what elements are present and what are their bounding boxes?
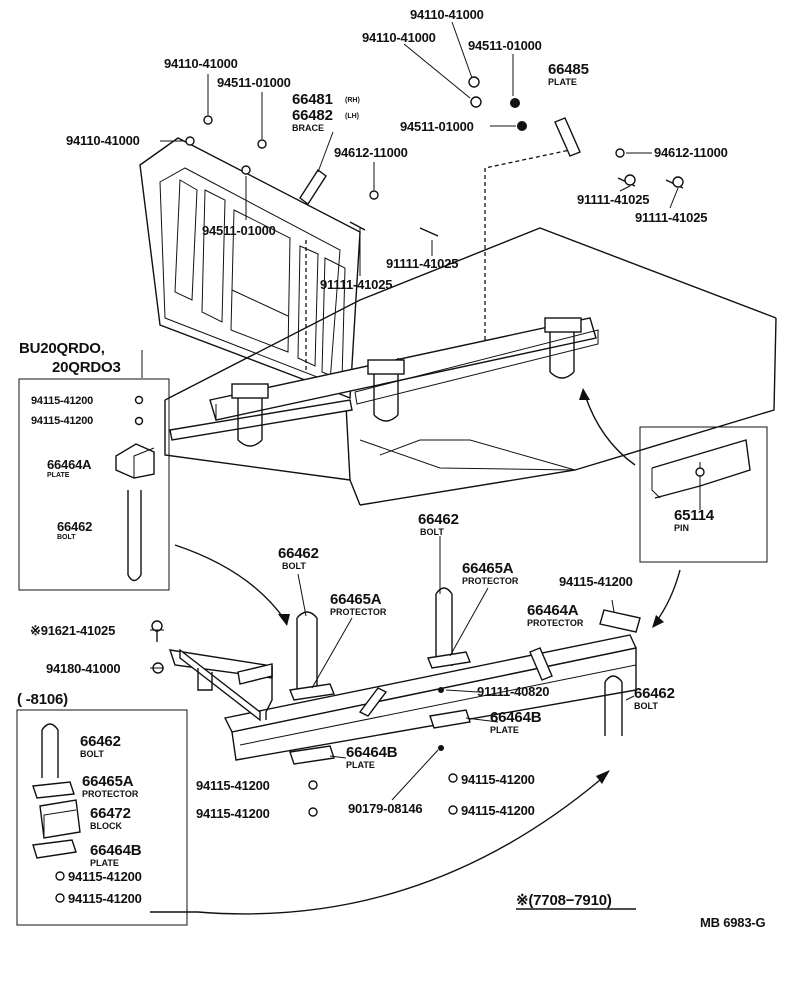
label-bolt-c: BOLT	[634, 701, 658, 711]
footnote-period: ※(7708−7910)	[516, 892, 612, 909]
label-bb-66464B: 66464B	[90, 842, 142, 859]
label-66464B-b: 66464B	[346, 744, 398, 761]
label-plate-b: PLATE	[346, 760, 375, 770]
label-box-plate: PLATE	[47, 472, 70, 479]
label-bb-bolt: BOLT	[80, 749, 104, 759]
u-bolts-lower	[289, 587, 641, 765]
label-box-66462: 66462	[57, 519, 93, 534]
label-94180-41000: 94180-41000	[46, 661, 121, 676]
label-66462-a: 66462	[278, 545, 319, 562]
label-model-line2: 20QRDO3	[52, 359, 121, 376]
label-66481: 66481	[292, 91, 333, 108]
label-bb-94115-a: 94115-41200	[68, 869, 142, 884]
label-94612-11000-a: 94612-11000	[334, 145, 408, 160]
label-91621-41025: ※91621-41025	[30, 623, 116, 638]
label-box-66464A: 66464A	[47, 457, 92, 472]
chassis-frame	[168, 634, 638, 761]
label-65114: 65114	[674, 507, 714, 524]
label-94110-41000-a: 94110-41000	[410, 7, 484, 22]
label-91111-41025-c: 91111-41025	[386, 256, 459, 271]
label-66485-name: PLATE	[548, 77, 577, 87]
label-period: ( -8106)	[17, 691, 68, 708]
label-91111-41025-b: 91111-41025	[635, 210, 708, 225]
label-box-bolt: BOLT	[57, 534, 76, 541]
bed-sills	[169, 317, 599, 441]
label-94511-01000-c: 94511-01000	[400, 119, 474, 134]
fasteners	[151, 76, 684, 817]
label-bb-66462: 66462	[80, 733, 121, 750]
label-94115-l1: 94115-41200	[196, 778, 270, 793]
label-box-94115-b: 94115-41200	[31, 415, 94, 427]
label-bb-protector: PROTECTOR	[82, 789, 139, 799]
label-model-line1: BU20QRDO,	[19, 340, 105, 357]
truck-bed	[139, 137, 777, 506]
label-94612-11000-b: 94612-11000	[654, 145, 728, 160]
bottom-inset-box	[16, 709, 188, 926]
label-66462-b: 66462	[418, 511, 459, 528]
label-bb-plate: PLATE	[90, 858, 119, 868]
label-94115-l2: 94115-41200	[196, 806, 270, 821]
label-66481-side: (RH)	[345, 97, 360, 104]
label-90179-08146: 90179-08146	[348, 801, 423, 816]
label-plate-a: PLATE	[490, 725, 519, 735]
label-94110-41000-b: 94110-41000	[362, 30, 436, 45]
label-bolt-b: BOLT	[420, 527, 444, 537]
label-66482-side: (LH)	[345, 113, 359, 120]
leader-lines	[141, 21, 679, 801]
alignment-lines	[305, 149, 571, 370]
label-brace-name: BRACE	[292, 123, 325, 133]
label-94115-r2: 94115-41200	[461, 803, 535, 818]
label-bolt-a: BOLT	[282, 561, 306, 571]
label-94110-41000-c: 94110-41000	[164, 56, 238, 71]
braces	[299, 117, 581, 717]
label-protector-a: PROTECTOR	[330, 607, 387, 617]
label-box-94115-a: 94115-41200	[31, 395, 94, 407]
label-66482: 66482	[292, 107, 333, 124]
label-91111-41025-a: 91111-41025	[577, 192, 650, 207]
label-66485: 66485	[548, 61, 589, 78]
drawing-code: MB 6983-G	[700, 915, 766, 930]
label-66465A-b: 66465A	[462, 560, 514, 577]
label-66464B-a: 66464B	[490, 709, 542, 726]
pin-inset-box	[639, 426, 768, 563]
label-94110-41000-d: 94110-41000	[66, 133, 140, 148]
arrows	[150, 388, 681, 915]
label-91111-40820: 91111-40820	[477, 684, 550, 699]
label-66462-c: 66462	[634, 685, 675, 702]
label-66464A: 66464A	[527, 602, 579, 619]
label-protector-b: PROTECTOR	[462, 576, 519, 586]
label-94115-top: 94115-41200	[559, 574, 633, 589]
label-94511-01000-d: 94511-01000	[202, 223, 276, 238]
label-66465A-a: 66465A	[330, 591, 382, 608]
left-inset-box	[18, 378, 170, 591]
label-bb-block: BLOCK	[90, 821, 122, 831]
label-94511-01000-a: 94511-01000	[468, 38, 542, 53]
label-91111-41025-d: 91111-41025	[320, 277, 393, 292]
label-pin: PIN	[674, 523, 690, 533]
label-bb-94115-b: 94115-41200	[68, 891, 142, 906]
label-bb-66465A: 66465A	[82, 773, 134, 790]
label-66464A-name: PROTECTOR	[527, 618, 584, 628]
label-94511-01000-b: 94511-01000	[217, 75, 291, 90]
label-94115-r1: 94115-41200	[461, 772, 535, 787]
label-bb-66472: 66472	[90, 805, 131, 822]
u-bolts-upper	[231, 317, 582, 447]
